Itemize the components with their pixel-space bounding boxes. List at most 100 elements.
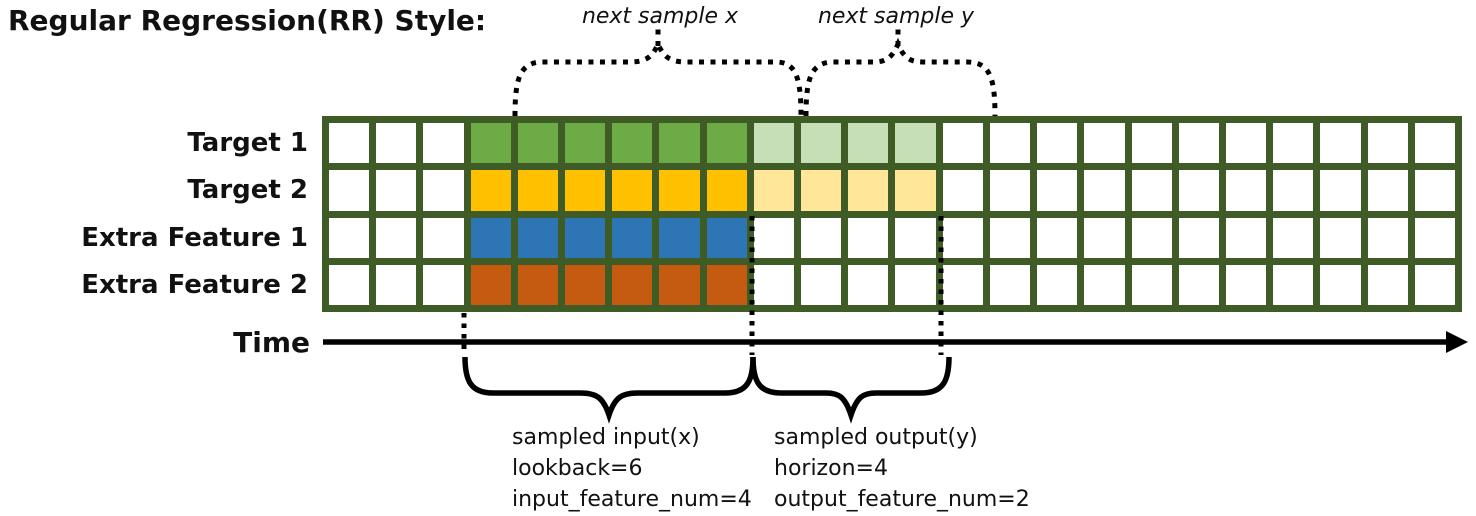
grid-cell: [848, 123, 889, 164]
grid-cell: [801, 170, 842, 211]
grid-cell: [329, 123, 370, 164]
horizon-value: horizon=4: [774, 456, 888, 481]
grid-cell: [942, 170, 983, 211]
grid-cell: [989, 123, 1031, 164]
lookback-value: lookback=6: [512, 456, 643, 481]
grid-cell: [659, 123, 700, 164]
output-feature-num: output_feature_num=2: [774, 487, 1030, 512]
grid-cell: [423, 170, 464, 211]
time-axis-label: Time: [233, 326, 310, 359]
grid-cell: [517, 123, 559, 164]
grid-cell: [470, 123, 511, 164]
grid-cell: [753, 170, 795, 211]
grid-cell: [1414, 123, 1455, 164]
grid-cell: [706, 123, 747, 164]
grid-cell: [753, 217, 795, 258]
next-sample-y-label: next sample y: [817, 4, 975, 29]
input-feature-num: input_feature_num=4: [512, 487, 752, 512]
grid-cell: [1037, 217, 1078, 258]
grid-cell: [329, 170, 370, 211]
grid-cell: [470, 264, 511, 305]
grid-cell: [1273, 123, 1314, 164]
grid-cell: [801, 123, 842, 164]
grid-cell: [895, 217, 936, 258]
grid-cell: [706, 217, 747, 258]
sampled-input-brace: [462, 356, 756, 424]
grid-cell: [1084, 264, 1125, 305]
row-label-target-1: Target 1: [187, 128, 308, 159]
grid-cell: [376, 217, 417, 258]
grid-cell: [1131, 170, 1172, 211]
grid-cell: [659, 264, 700, 305]
grid-cell: [1037, 264, 1078, 305]
grid-cell: [1225, 264, 1267, 305]
grid-cell: [1178, 264, 1219, 305]
grid-cell: [565, 170, 606, 211]
grid-cell: [1225, 123, 1267, 164]
grid-cell: [801, 264, 842, 305]
grid-cell: [1414, 264, 1455, 305]
grid-cell: [1178, 217, 1219, 258]
sampled-output-note: sampled output(y) horizon=4 output_featu…: [774, 422, 1030, 515]
time-axis-arrowhead-icon: [1446, 331, 1468, 353]
grid-cell: [942, 264, 983, 305]
grid-cell: [989, 264, 1031, 305]
grid-cell: [1367, 264, 1408, 305]
sample-grid: [322, 116, 1462, 312]
row-label-target-2: Target 2: [187, 175, 308, 206]
grid-cell: [1367, 217, 1408, 258]
grid-cell: [848, 264, 889, 305]
grid-cell: [329, 217, 370, 258]
grid-cell: [801, 217, 842, 258]
grid-cell: [1178, 123, 1219, 164]
grid-cell: [1131, 123, 1172, 164]
grid-cell: [895, 170, 936, 211]
grid-cell: [942, 217, 983, 258]
grid-cell: [376, 170, 417, 211]
grid-cell: [1320, 123, 1361, 164]
next-sample-x-brace: [512, 37, 804, 117]
grid-cell: [895, 264, 936, 305]
grid-cell: [565, 217, 606, 258]
grid-cell: [1225, 170, 1267, 211]
grid-cell: [376, 264, 417, 305]
grid-cell: [1084, 217, 1125, 258]
grid-cell: [423, 264, 464, 305]
grid-cell: [1037, 123, 1078, 164]
grid-cell: [989, 170, 1031, 211]
grid-cell: [753, 264, 795, 305]
grid-cell: [1084, 170, 1125, 211]
grid-cell: [1273, 264, 1314, 305]
next-sample-y-brace: [803, 37, 998, 117]
grid-cell: [706, 170, 747, 211]
sampled-output-title: sampled output(y): [774, 425, 978, 450]
sampled-input-title: sampled input(x): [512, 425, 700, 450]
grid-cell: [848, 217, 889, 258]
grid-cell: [565, 123, 606, 164]
grid-cell: [989, 217, 1031, 258]
grid-cell: [706, 264, 747, 305]
grid-cell: [1414, 170, 1455, 211]
grid-cell: [1414, 217, 1455, 258]
grid-cell: [1225, 217, 1267, 258]
grid-cell: [1084, 123, 1125, 164]
sampled-output-brace: [750, 356, 952, 424]
grid-cell: [1320, 217, 1361, 258]
grid-cell: [895, 123, 936, 164]
grid-cell: [517, 217, 559, 258]
grid-cell: [470, 217, 511, 258]
row-labels: Target 1 Target 2 Extra Feature 1 Extra …: [0, 116, 308, 312]
grid-cell: [1131, 264, 1172, 305]
grid-cell: [1320, 264, 1361, 305]
grid-cell: [942, 123, 983, 164]
grid-cell: [659, 170, 700, 211]
grid-cell: [517, 170, 559, 211]
grid-cell: [1273, 217, 1314, 258]
grid-cell: [423, 217, 464, 258]
grid-cell: [1273, 170, 1314, 211]
grid-cell: [1367, 170, 1408, 211]
row-label-extra-feature-1: Extra Feature 1: [81, 222, 308, 253]
grid-cell: [565, 264, 606, 305]
grid-cell: [1178, 170, 1219, 211]
